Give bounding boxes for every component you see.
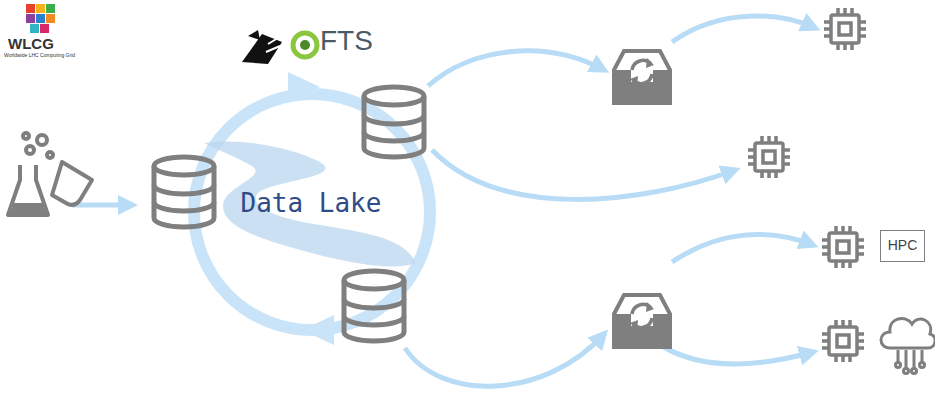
logo-subtitle: Worldwide LHC Computing Grid xyxy=(4,53,75,59)
fts-logo-text: FTS xyxy=(320,26,373,57)
hpc-box: HPC xyxy=(880,230,925,262)
box-label: HPC xyxy=(887,237,918,253)
logo-text: WLCG xyxy=(8,36,54,53)
lake-title: Data Lake xyxy=(200,189,422,219)
data-lake: Data Lake xyxy=(200,135,422,275)
